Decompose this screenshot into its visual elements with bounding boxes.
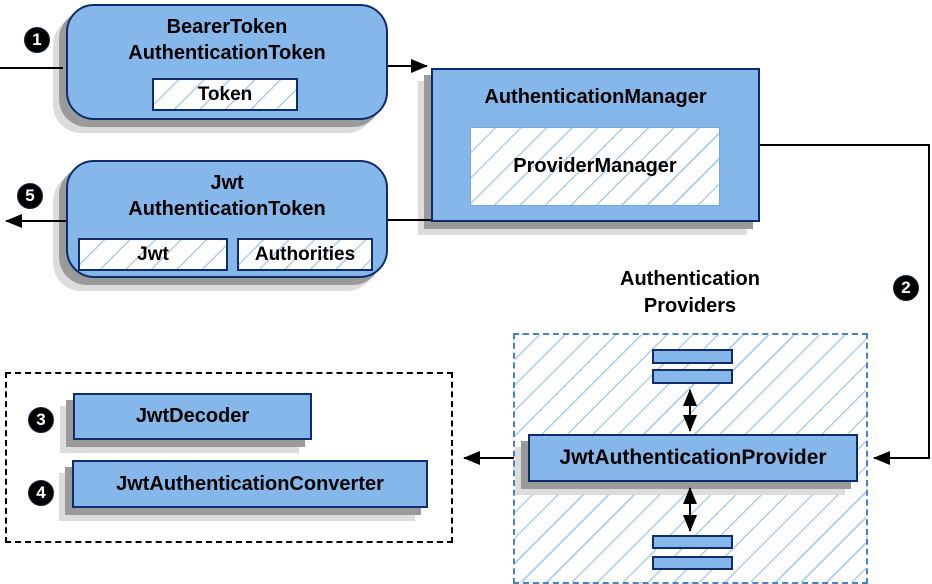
- provider-slot-bar-top-1: [652, 349, 733, 364]
- step-3-number: 3: [36, 410, 46, 429]
- jwt-authentication-converter-title: JwtAuthenticationConverter: [116, 472, 384, 495]
- authorities-field-label: Authorities: [254, 243, 356, 265]
- jwt-authentication-provider-title: JwtAuthenticationProvider: [559, 446, 827, 469]
- step-2-badge: 2: [893, 275, 919, 301]
- step-3-badge: 3: [28, 407, 54, 433]
- jwt-field-label: Jwt: [137, 243, 169, 265]
- provider-manager-inner: ProviderManager: [470, 127, 720, 206]
- authentication-manager-title: AuthenticationManager: [484, 86, 707, 108]
- jwt-field: Jwt: [78, 238, 228, 271]
- bearer-token-title-line1: BearerToken: [166, 16, 288, 38]
- jwt-token-title-line2: AuthenticationToken: [128, 198, 326, 220]
- jwt-decoder-title: JwtDecoder: [135, 405, 250, 427]
- provider-manager-label: ProviderManager: [513, 155, 677, 177]
- token-field: Token: [152, 78, 298, 111]
- step-2-number: 2: [901, 278, 911, 297]
- step-5-badge: 5: [17, 183, 43, 209]
- provider-slot-bar-bottom-1: [652, 535, 733, 549]
- jwt-authentication-provider-node: JwtAuthenticationProvider: [528, 434, 858, 482]
- jwt-token-title-line1: Jwt: [210, 172, 244, 194]
- providers-label-line1: Authentication: [620, 268, 760, 290]
- providers-label-line2: Providers: [643, 295, 737, 317]
- jwt-authentication-converter-node: JwtAuthenticationConverter: [72, 460, 428, 508]
- step-5-number: 5: [25, 186, 35, 205]
- step-1-badge: 1: [24, 27, 50, 53]
- authentication-providers-label: Authentication Providers: [540, 266, 840, 320]
- jwt-decoder-node: JwtDecoder: [73, 393, 312, 440]
- step-4-badge: 4: [28, 480, 54, 506]
- token-field-label: Token: [197, 83, 253, 105]
- provider-slot-bar-top-2: [652, 369, 733, 384]
- step-4-number: 4: [36, 483, 46, 502]
- authorities-field: Authorities: [237, 238, 373, 271]
- provider-slot-bar-bottom-2: [652, 556, 733, 570]
- bearer-token-title-line2: AuthenticationToken: [128, 42, 326, 64]
- step-1-number: 1: [32, 30, 42, 49]
